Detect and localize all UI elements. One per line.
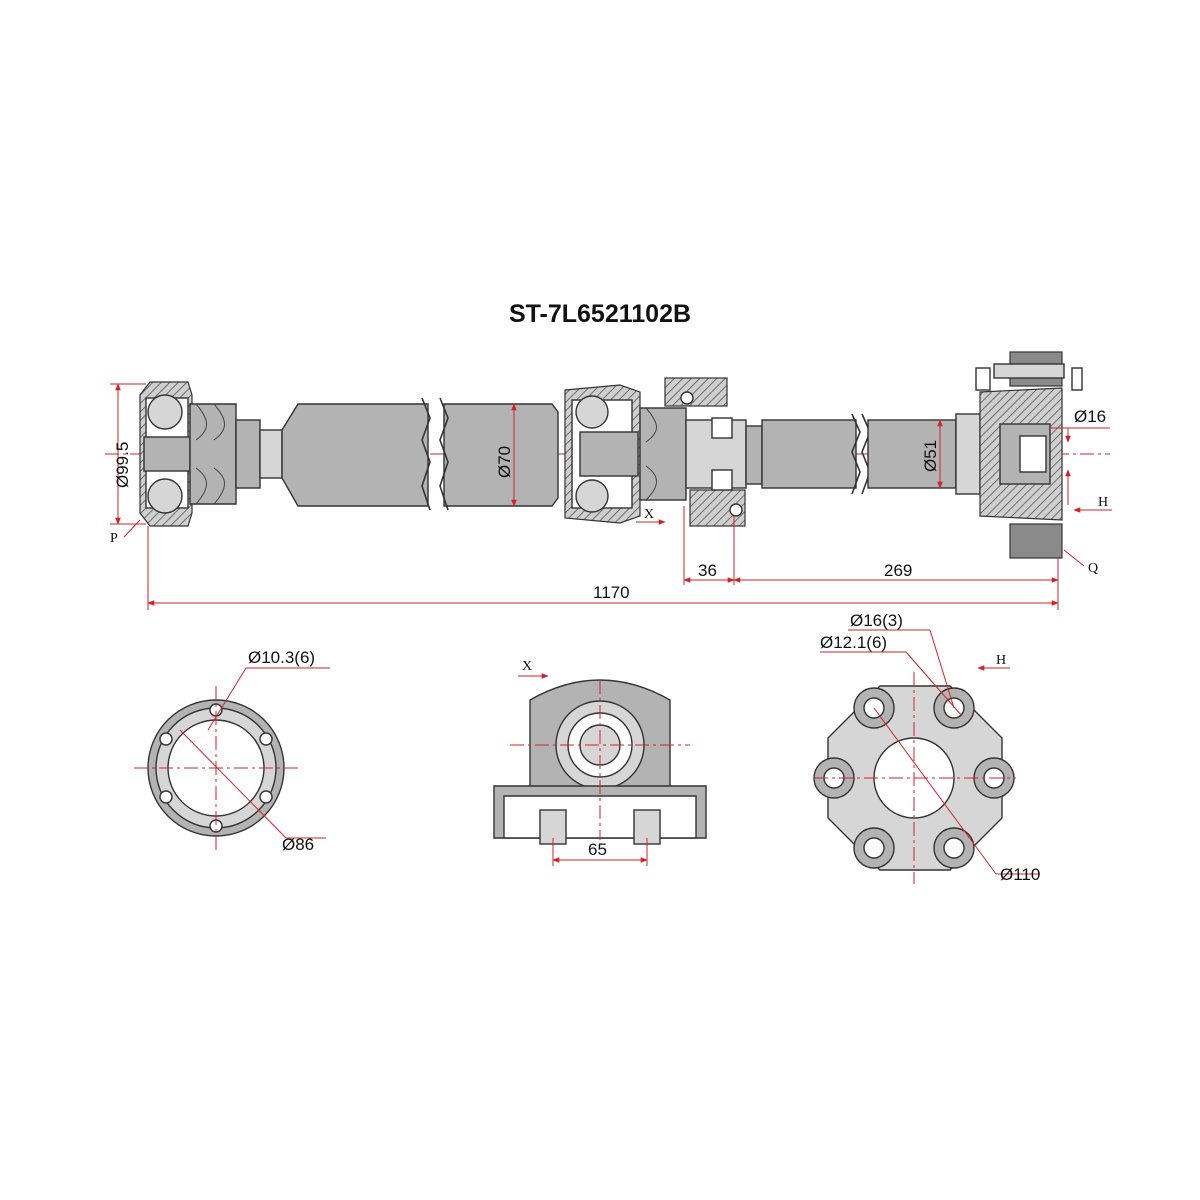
view-x-marker: X xyxy=(644,507,654,522)
coupling-small-hole-label: Ø12.1(6) xyxy=(820,633,887,652)
rear-tube xyxy=(761,413,981,495)
bolt-hole-label: Ø10.3(6) xyxy=(248,648,315,667)
dim-1170-label: 1170 xyxy=(593,583,630,602)
front-tube xyxy=(281,397,559,511)
leader-q-label: Q xyxy=(1088,561,1098,576)
pin-diameter-label: Ø16 xyxy=(1074,407,1106,426)
dim-36-label: 36 xyxy=(698,561,717,580)
coupling-large-hole-label: Ø16(3) xyxy=(850,611,903,630)
bearing-span-label: 65 xyxy=(588,840,607,859)
part-number-title: ST-7L6521102B xyxy=(508,300,692,328)
rear-tube-diameter-label: Ø51 xyxy=(921,440,940,472)
pcd-coupling-label: Ø110 xyxy=(1000,865,1040,884)
center-bearing-view: 65 X xyxy=(493,659,707,866)
flex-coupling-view: Ø16(3) Ø12.1(6) Ø110 H xyxy=(813,611,1040,884)
view-h-title: H xyxy=(996,653,1006,668)
main-dimensions: Ø99.5 Ø70 Ø51 Ø16 H X P Q 36 269 xyxy=(110,383,1112,610)
rear-flex-coupling xyxy=(975,351,1083,559)
front-flange xyxy=(139,381,283,527)
center-joint xyxy=(564,377,763,527)
view-h-marker: H xyxy=(1098,495,1108,510)
view-x-title: X xyxy=(522,659,532,674)
flange-end-view: Ø10.3(6) Ø86 xyxy=(134,648,330,854)
dim-269-label: 269 xyxy=(884,561,912,580)
pcd-front-label: Ø86 xyxy=(282,835,314,854)
front-tube-diameter-label: Ø70 xyxy=(495,446,514,478)
main-shaft-view xyxy=(105,351,1110,559)
leader-p-label: P xyxy=(110,531,118,546)
flange-diameter-label: Ø99.5 xyxy=(113,442,132,488)
